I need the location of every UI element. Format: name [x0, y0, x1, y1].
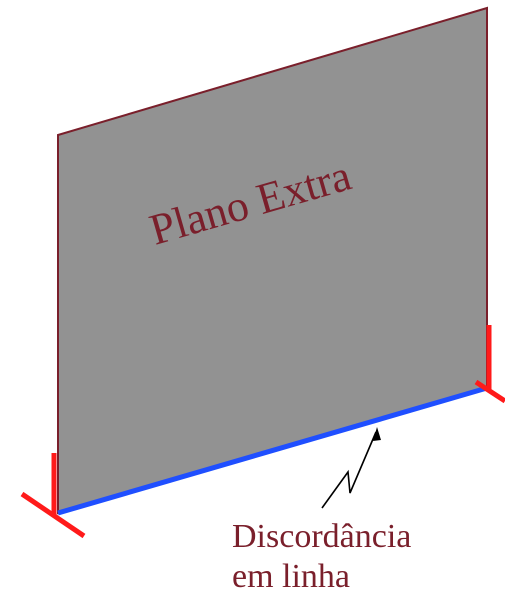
- caption-line-2: em linha: [232, 558, 350, 595]
- dislocation-line: [57, 385, 488, 516]
- dislocation-symbol-left-base: [20, 491, 86, 539]
- leader-line: [321, 431, 377, 509]
- dislocation-symbol-right: [474, 325, 505, 404]
- leader-arrowhead: [373, 427, 381, 441]
- dislocation-symbol-right-base: [474, 379, 505, 404]
- extra-half-plane: [57, 6, 488, 515]
- caption-line-1: Discordância: [232, 518, 411, 555]
- dislocation-symbol-left: [20, 453, 86, 539]
